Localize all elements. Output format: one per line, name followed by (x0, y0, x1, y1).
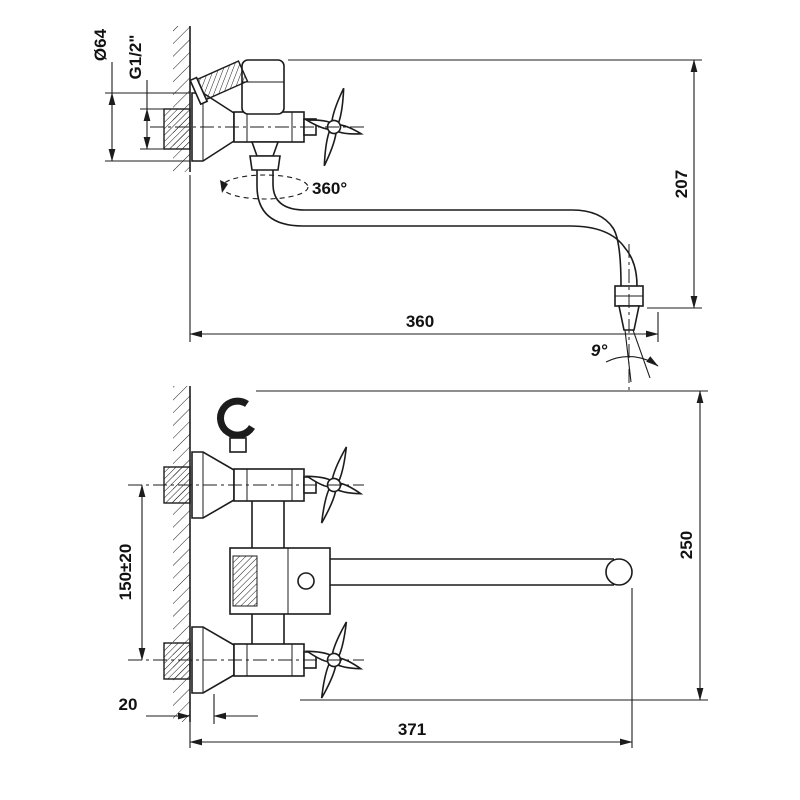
diverter-screw (297, 572, 315, 590)
overall-height-label: 250 (677, 531, 696, 559)
angle-arc (605, 356, 659, 367)
shower-hook-icon (217, 397, 255, 439)
hook-mount (229, 437, 247, 453)
diverter-elbow (241, 59, 285, 115)
spout-outer-edge (256, 170, 638, 287)
swivel-ellipse (221, 174, 309, 200)
wall-offset-label: 20 (119, 695, 138, 714)
spout-reach-bottom-label: 371 (398, 720, 426, 739)
spout-nut (249, 155, 281, 171)
spout-height-label: 207 (672, 170, 691, 198)
stream-line (632, 329, 651, 379)
spout-inner-edge (272, 170, 622, 287)
wall-hatching (173, 26, 190, 172)
stream-angle-label: 9° (591, 341, 607, 360)
spout-end (605, 558, 633, 586)
upper-valve-body (233, 468, 305, 502)
lower-inlet-thread (163, 642, 191, 680)
shower-outlet-thread (189, 60, 249, 106)
thread-size-label: G1/2" (126, 35, 145, 80)
swivel-arrow-icon (220, 180, 228, 193)
flange-diameter-label: Ø64 (91, 28, 110, 61)
inlet-spacing-label: 150±20 (116, 544, 135, 601)
lower-valve-body (233, 643, 305, 677)
side-view: 360° 9° Ø64 G1/2" 207 3 (91, 26, 702, 390)
front-view: 150±20 250 20 371 (116, 386, 708, 748)
wall-thread-nipple (163, 108, 191, 150)
aerator-tip (618, 305, 640, 331)
spout-reach-top-label: 360 (406, 312, 434, 331)
swivel-angle-label: 360° (312, 179, 347, 198)
